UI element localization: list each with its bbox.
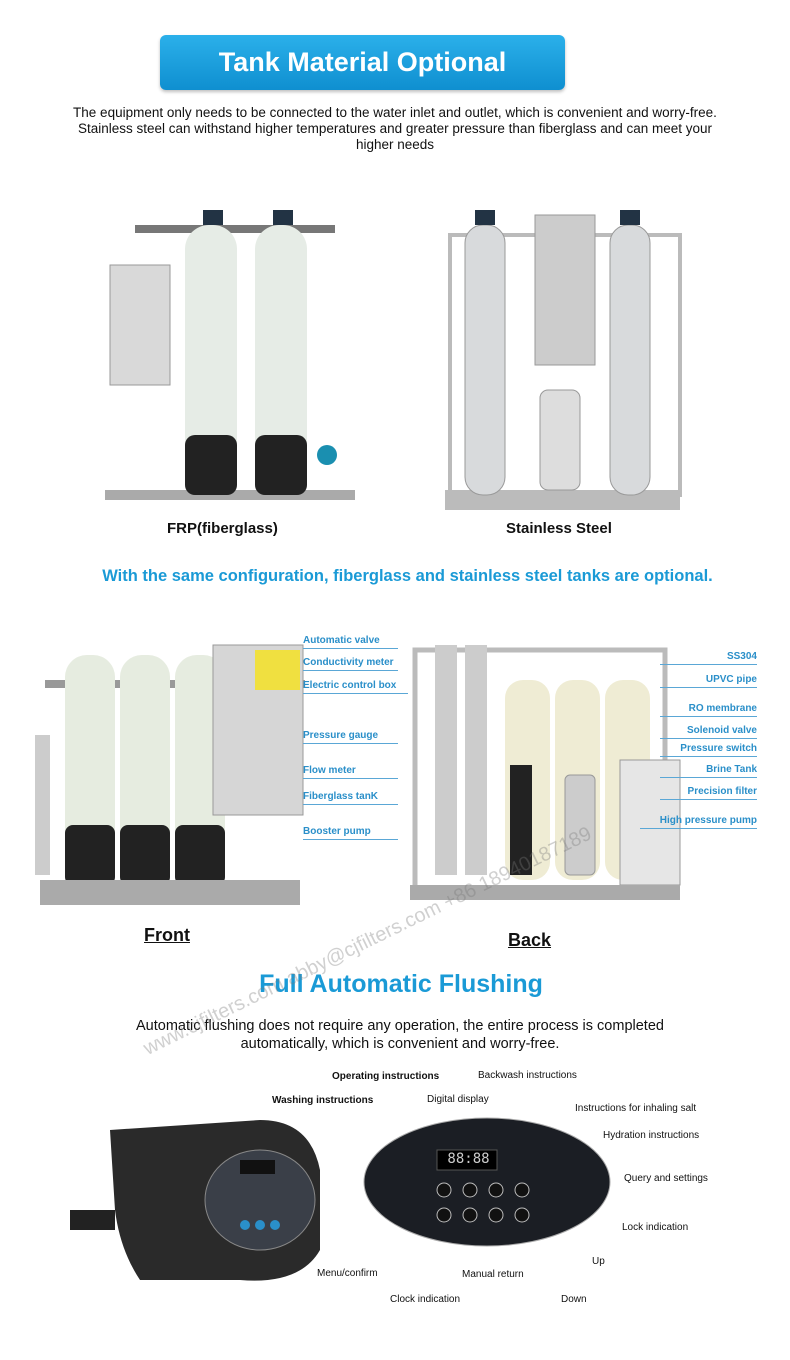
label-menu: Menu/confirm bbox=[317, 1268, 378, 1279]
label-flow-meter: Flow meter bbox=[303, 765, 398, 779]
stainless-caption: Stainless Steel bbox=[506, 520, 612, 537]
label-pressure-gauge: Pressure gauge bbox=[303, 730, 398, 744]
flushing-title: Full Automatic Flushing bbox=[259, 970, 543, 998]
label-ss304: SS304 bbox=[660, 651, 757, 665]
label-washing: Washing instructions bbox=[272, 1095, 374, 1106]
label-precision-filter: Precision filter bbox=[660, 786, 757, 800]
label-backwash: Backwash instructions bbox=[478, 1070, 577, 1081]
label-digital: Digital display bbox=[427, 1094, 489, 1105]
label-operating: Operating instructions bbox=[332, 1071, 440, 1082]
frp-caption: FRP(fiberglass) bbox=[167, 520, 278, 537]
label-electric-control-box: Electric control box bbox=[303, 680, 408, 694]
label-hydration: Hydration instructions bbox=[603, 1130, 700, 1141]
label-high-pressure-pump: High pressure pump bbox=[640, 815, 757, 829]
label-lock: Lock indication bbox=[622, 1222, 689, 1233]
label-salt: Instructions for inhaling salt bbox=[575, 1103, 697, 1114]
back-caption: Back bbox=[508, 930, 552, 950]
label-brine-tank: Brine Tank bbox=[660, 764, 757, 778]
frp-system-image bbox=[105, 210, 355, 500]
digital-display: 88:88 bbox=[447, 1151, 490, 1167]
config-note: With the same configuration, fiberglass … bbox=[102, 567, 713, 585]
control-panel-diagram bbox=[363, 1117, 611, 1247]
label-solenoid-valve: Solenoid valve bbox=[660, 725, 757, 739]
label-automatic-valve: Automatic valve bbox=[303, 635, 398, 649]
section-banner: Tank Material Optional bbox=[160, 35, 565, 90]
label-upvc-pipe: UPVC pipe bbox=[660, 674, 757, 688]
intro-text: The equipment only needs to be connected… bbox=[73, 105, 717, 152]
label-down: Down bbox=[561, 1294, 587, 1305]
label-conductivity-meter: Conductivity meter bbox=[303, 657, 398, 671]
front-view-image bbox=[35, 644, 305, 905]
label-booster-pump: Booster pump bbox=[303, 826, 398, 840]
label-query: Query and settings bbox=[624, 1173, 708, 1184]
stainless-system-image bbox=[445, 210, 682, 510]
label-up: Up bbox=[592, 1256, 605, 1267]
label-ro-membrane: RO membrane bbox=[660, 703, 757, 717]
back-view-image bbox=[410, 645, 681, 900]
label-pressure-switch: Pressure switch bbox=[660, 743, 757, 757]
control-valve-image bbox=[70, 1120, 320, 1281]
label-fiberglass-tank: Fiberglass tanK bbox=[303, 791, 398, 805]
label-clock: Clock indication bbox=[390, 1294, 461, 1305]
front-caption: Front bbox=[144, 925, 190, 945]
flushing-text: Automatic flushing does not require any … bbox=[136, 1018, 664, 1052]
label-manual: Manual return bbox=[462, 1269, 524, 1280]
